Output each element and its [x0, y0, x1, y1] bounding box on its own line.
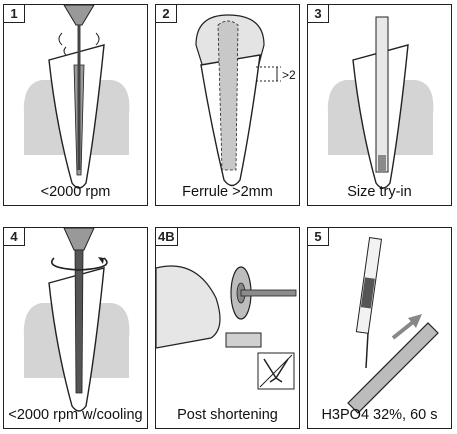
- step-number: 4: [4, 228, 25, 246]
- step-1-panel: 1 <2000 rpm: [3, 4, 148, 206]
- cooled-drilling-illustration: [4, 228, 148, 429]
- ferrule-dimension-label: >2: [282, 68, 296, 82]
- rotation-arrow-head: [98, 257, 104, 264]
- syringe-needle: [366, 333, 368, 368]
- drill-bit: [75, 250, 83, 393]
- ferrule-illustration: >2: [156, 5, 300, 206]
- step-number: 1: [4, 5, 25, 23]
- disc-mandrel: [241, 290, 296, 296]
- step-number: 4B: [156, 228, 178, 246]
- step-caption: <2000 rpm w/cooling: [4, 407, 147, 423]
- step-3-panel: 3 Size try-in: [307, 4, 452, 206]
- step-2-panel: 2 >2 Ferrule >2mm: [155, 4, 300, 206]
- step-number: 5: [308, 228, 329, 246]
- drill-handpiece: [64, 228, 94, 250]
- step-caption: Size try-in: [308, 184, 451, 200]
- step-4b-panel: 4B Post shortening: [155, 227, 300, 429]
- step-5-panel: 5 H3PO4 32%, 60 s: [307, 227, 452, 429]
- fiber-post: [226, 333, 261, 347]
- post-tip: [378, 155, 386, 172]
- handpiece-body: [156, 266, 220, 348]
- step-4-panel: 4 <2000 rpm w/cooling: [3, 227, 148, 429]
- drill-handpiece: [64, 5, 94, 25]
- step-number: 2: [156, 5, 177, 23]
- step-caption: Post shortening: [156, 407, 299, 423]
- step-number: 3: [308, 5, 329, 23]
- etching-illustration: [308, 228, 452, 429]
- try-in-illustration: [308, 5, 452, 206]
- step-caption: H3PO4 32%, 60 s: [308, 407, 451, 423]
- post-cutting-illustration: [156, 228, 300, 429]
- step-caption: Ferrule >2mm: [156, 184, 299, 200]
- fiber-post: [376, 17, 388, 172]
- drilling-illustration: [4, 5, 148, 206]
- step-caption: <2000 rpm: [4, 184, 147, 200]
